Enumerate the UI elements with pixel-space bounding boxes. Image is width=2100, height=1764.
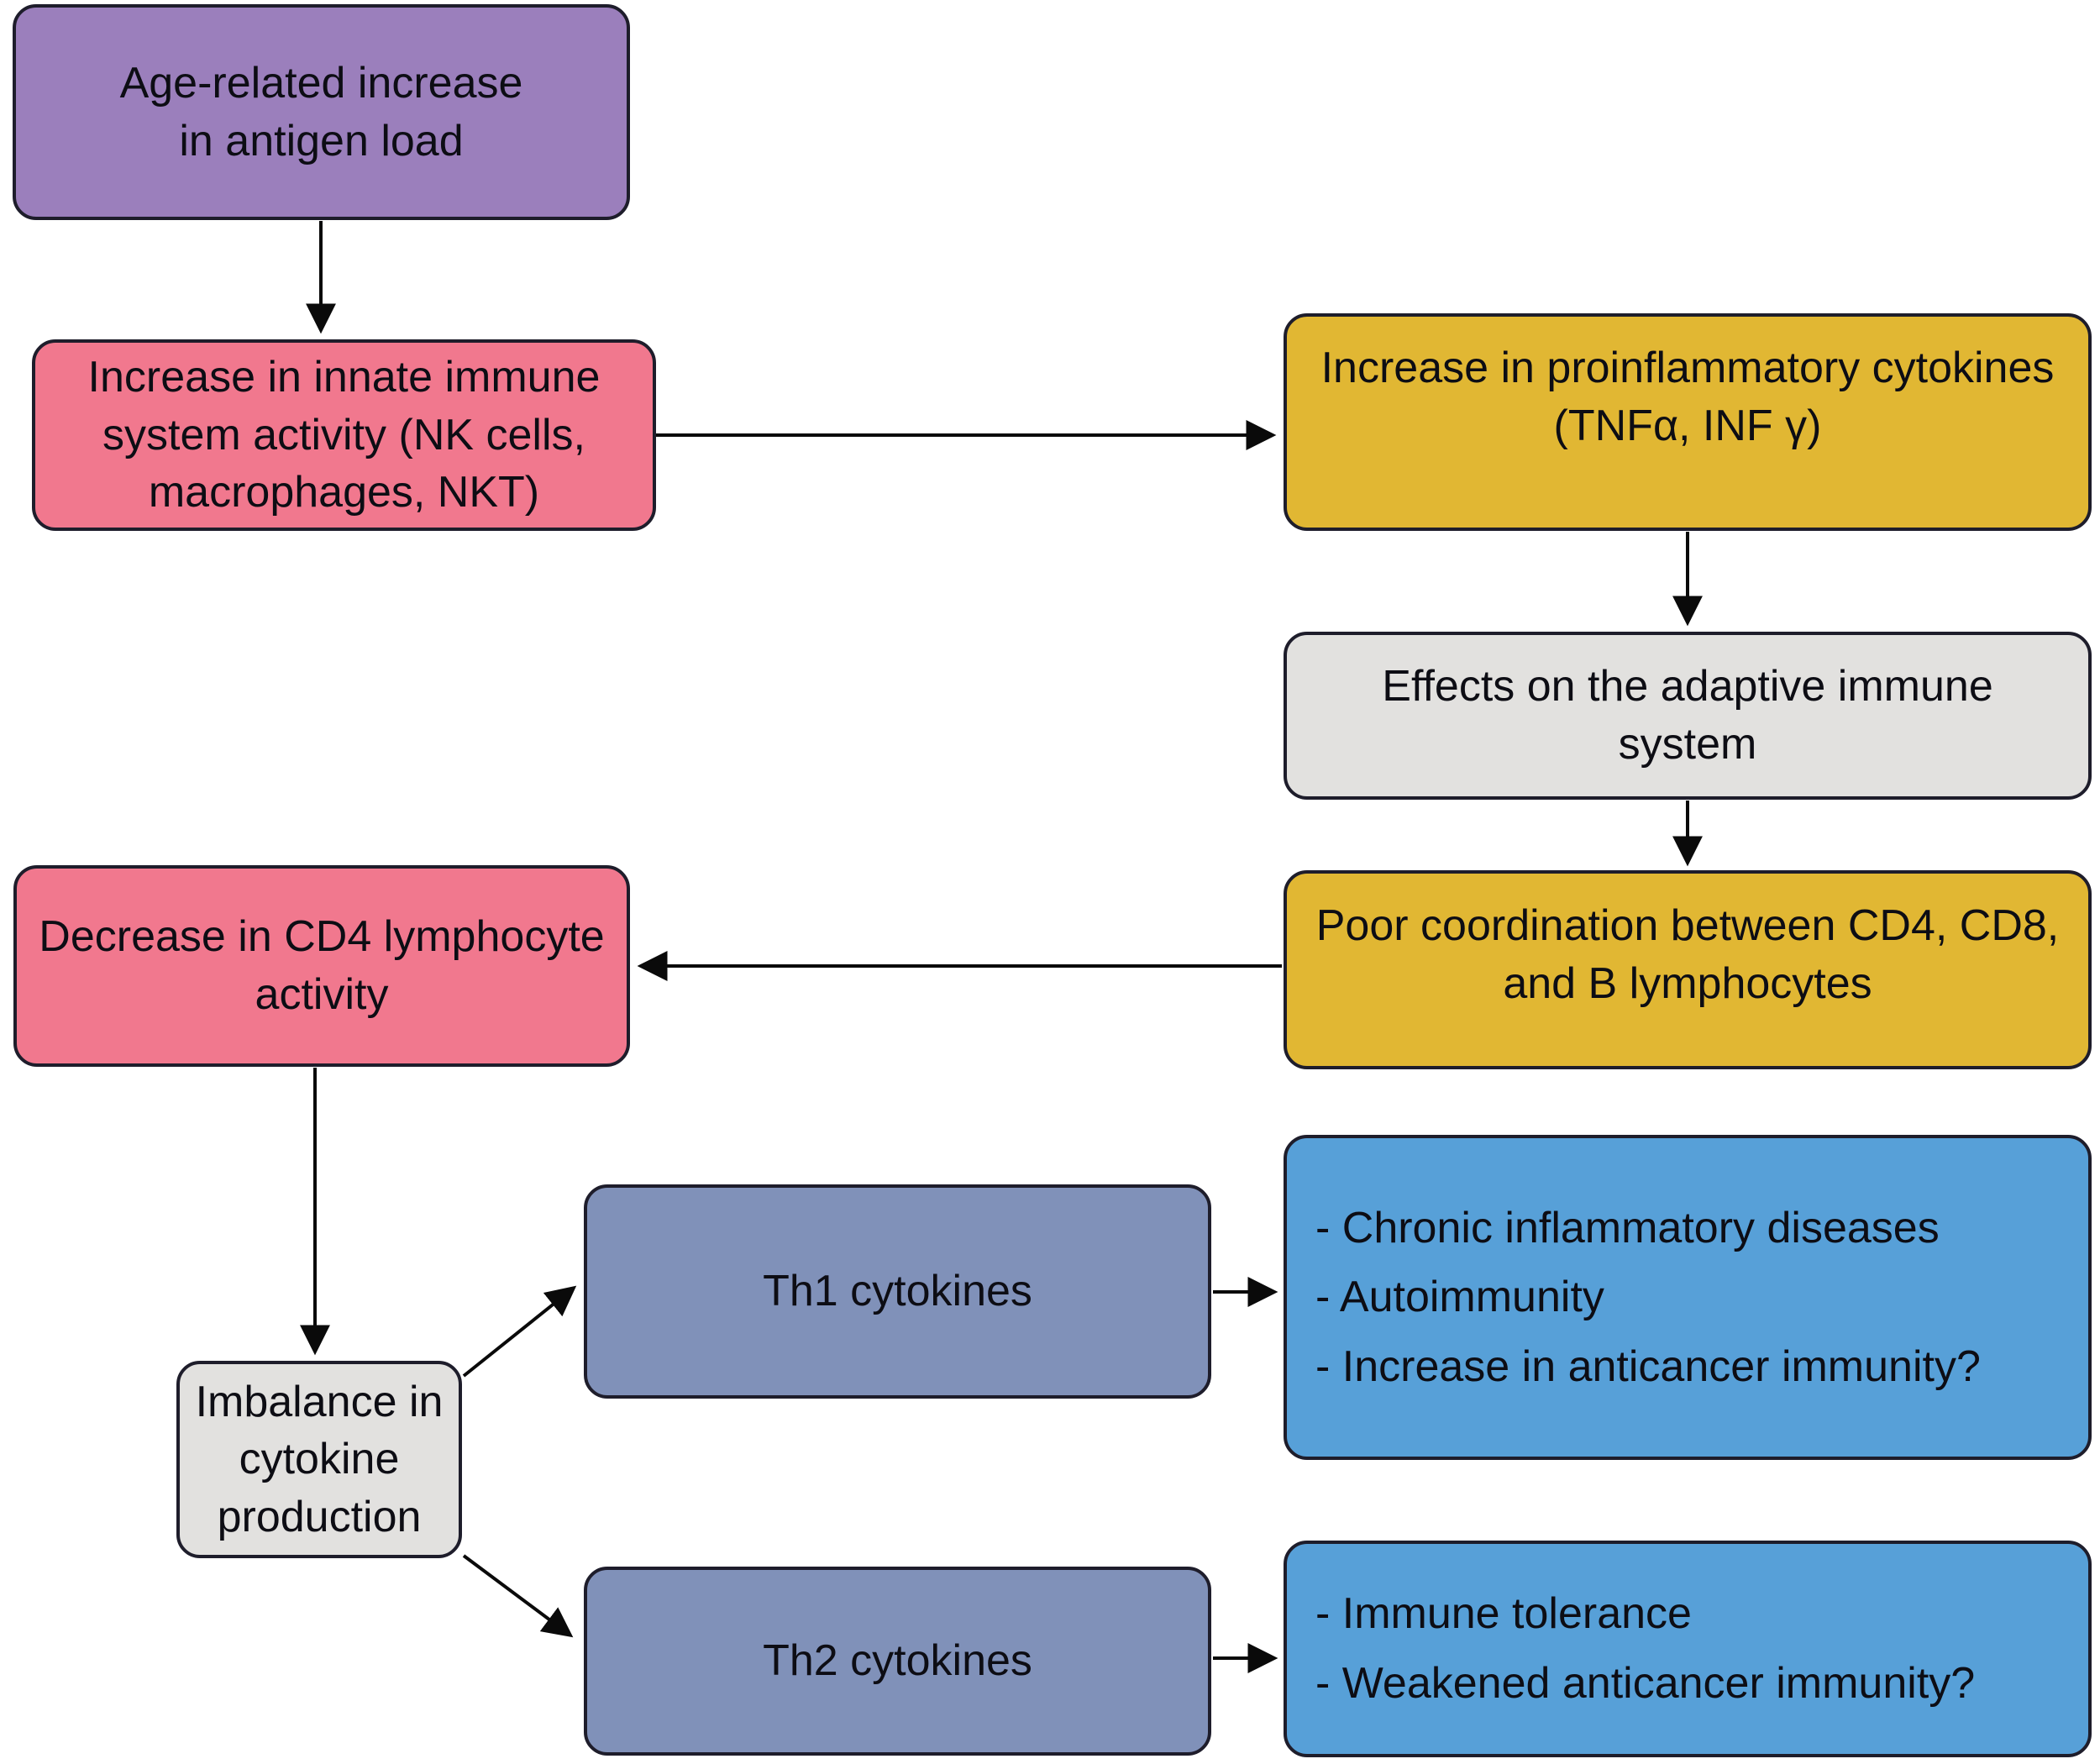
outcome-immune-tolerance: - Immune tolerance xyxy=(1315,1589,1692,1639)
node-proinflammatory-cytokines: Increase in proinflammatory cytokines (T… xyxy=(1284,313,2092,531)
outcome-anticancer-increase: - Increase in anticancer immunity? xyxy=(1315,1341,1981,1391)
outcome-anticancer-weakened: - Weakened anticancer immunity? xyxy=(1315,1659,1976,1708)
node-innate-immune-activity: Increase in innate immune system activit… xyxy=(32,339,656,531)
outcome-autoimmunity: - Autoimmunity xyxy=(1315,1273,1604,1322)
th1-outcomes-list: - Chronic inflammatory diseases - Autoim… xyxy=(1304,1200,2071,1396)
outcome-chronic-inflammatory: - Chronic inflammatory diseases xyxy=(1315,1203,1940,1252)
th2-outcomes-list: - Immune tolerance - Weakened anticancer… xyxy=(1304,1585,2071,1712)
node-cytokine-imbalance: Imbalance in cytokine production xyxy=(176,1361,462,1558)
arrow-imbalance-to-th2 xyxy=(462,1554,574,1638)
node-cd4-decrease: Decrease in CD4 lymphocyte activity xyxy=(13,865,630,1067)
node-th1-cytokines: Th1 cytokines xyxy=(584,1184,1211,1399)
node-th1-outcomes: - Chronic inflammatory diseases - Autoim… xyxy=(1284,1135,2092,1460)
arrow-imbalance-to-th1 xyxy=(462,1285,577,1378)
node-age-related-antigen-load: Age-related increase in antigen load xyxy=(13,4,630,220)
node-th2-cytokines: Th2 cytokines xyxy=(584,1567,1211,1756)
node-adaptive-immune-effects: Effects on the adaptive immune system xyxy=(1284,632,2092,800)
node-th2-outcomes: - Immune tolerance - Weakened anticancer… xyxy=(1284,1541,2092,1757)
node-poor-coordination: Poor coordination between CD4, CD8, and … xyxy=(1284,870,2092,1069)
